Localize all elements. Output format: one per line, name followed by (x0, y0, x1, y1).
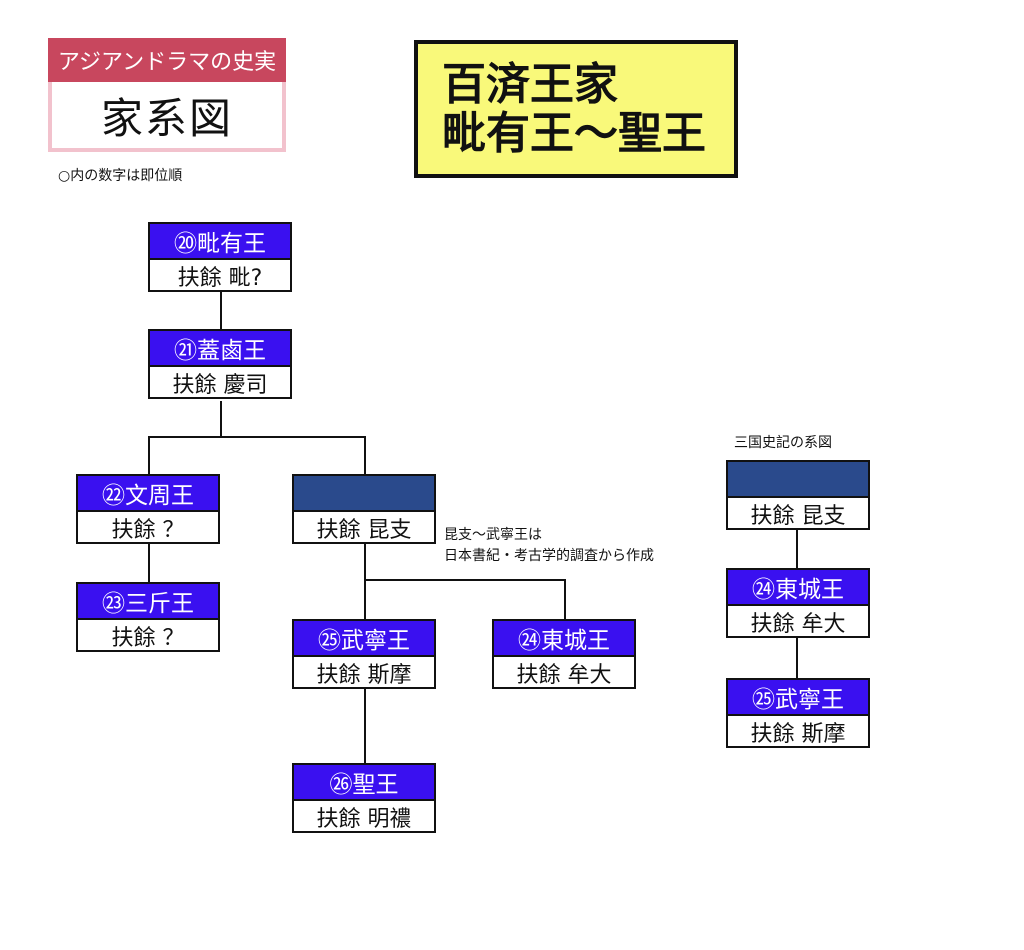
source-note-line-1: 昆支～武寧王は (444, 527, 542, 543)
person-name: 扶餘 明禯 (316, 807, 412, 832)
connector-line (220, 291, 222, 329)
king-title: ⑳毗有王 (150, 224, 290, 260)
person-name: 扶餘 慶司 (172, 373, 268, 398)
connector-line (220, 401, 222, 437)
samguk-caption: 三国史記の系図 (734, 435, 832, 451)
connector-line (148, 436, 150, 474)
title-line-2: 毗有王～聖王 (442, 108, 706, 159)
person-name: 扶餘 牟大 (750, 612, 846, 637)
king-title: ㉔東城王 (494, 621, 634, 657)
samguk-card-muryeong: ㉕武寧王 扶餘 斯摩 (726, 678, 870, 748)
king-title: ㉒文周王 (78, 476, 218, 512)
person-card-gonji: 扶餘 昆支 (292, 474, 436, 544)
connector-line (364, 436, 366, 474)
page-title: 百済王家 毗有王～聖王 (414, 40, 738, 178)
person-name: 扶餘 斯摩 (316, 663, 412, 688)
person-card-dongseong: ㉔東城王 扶餘 牟大 (492, 619, 636, 689)
person-name: 扶餘 毗? (177, 266, 263, 291)
king-title: ㉑蓋鹵王 (150, 331, 290, 367)
chart-type-label: 家系図 (48, 82, 286, 152)
samguk-card-dongseong: ㉔東城王 扶餘 牟大 (726, 568, 870, 638)
numbering-note: ○内の数字は即位順 (58, 168, 183, 184)
source-note: 昆支～武寧王は 日本書紀・考古学的調査から作成 (444, 525, 654, 567)
series-label: アジアンドラマの史実 (48, 38, 286, 82)
person-card-samgeun: ㉓三斤王 扶餘 ？ (76, 582, 220, 652)
connector-line (364, 544, 366, 620)
person-card-seong: ㉖聖王 扶餘 明禯 (292, 763, 436, 833)
connector-line (564, 579, 566, 619)
connector-line (148, 436, 366, 438)
king-title: ㉔東城王 (728, 570, 868, 606)
king-title (294, 476, 434, 512)
king-title: ㉕武寧王 (294, 621, 434, 657)
person-card-munju: ㉒文周王 扶餘 ？ (76, 474, 220, 544)
connector-line (364, 688, 366, 763)
title-line-1: 百済王家 (442, 59, 618, 110)
person-name: 扶餘 ？ (111, 518, 185, 543)
king-title: ㉕武寧王 (728, 680, 868, 716)
connector-line (364, 579, 566, 581)
king-title: ㉖聖王 (294, 765, 434, 801)
king-title (728, 462, 868, 498)
samguk-card-gonji: 扶餘 昆支 (726, 460, 870, 530)
person-card-muryeong: ㉕武寧王 扶餘 斯摩 (292, 619, 436, 689)
person-name: 扶餘 牟大 (516, 663, 612, 688)
person-name: 扶餘 ？ (111, 626, 185, 651)
source-note-line-2: 日本書紀・考古学的調査から作成 (444, 548, 654, 564)
connector-line (796, 638, 798, 678)
person-card-piyu: ⑳毗有王 扶餘 毗? (148, 222, 292, 292)
connector-line (796, 530, 798, 570)
person-name: 扶餘 昆支 (750, 504, 846, 529)
connector-line (148, 544, 150, 582)
person-name: 扶餘 昆支 (316, 518, 412, 543)
person-name: 扶餘 斯摩 (750, 722, 846, 747)
person-card-gaero: ㉑蓋鹵王 扶餘 慶司 (148, 329, 292, 399)
king-title: ㉓三斤王 (78, 584, 218, 620)
